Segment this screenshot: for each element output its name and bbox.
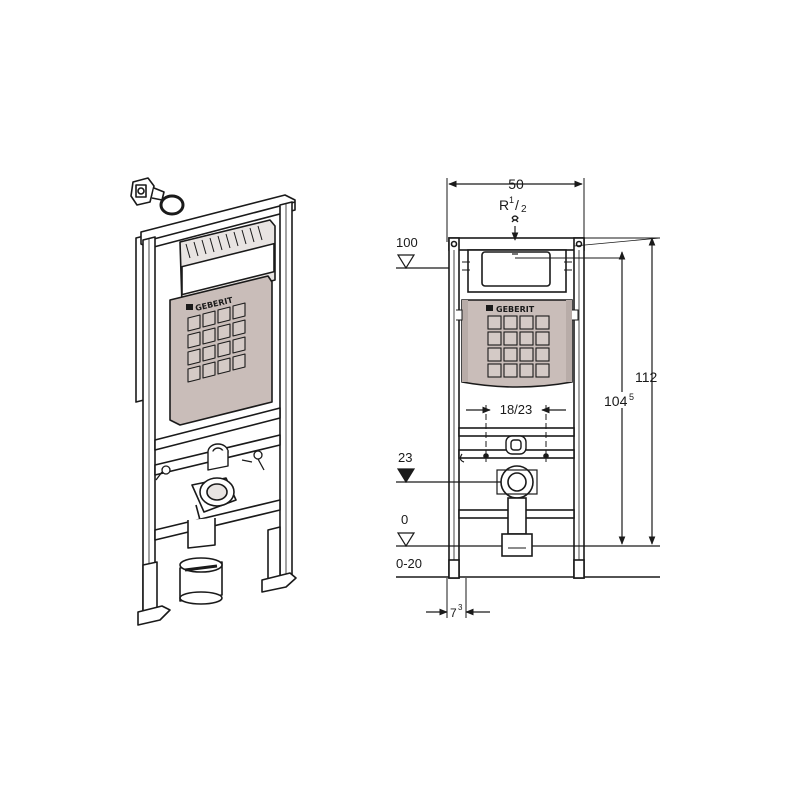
dim-width-label: 50 xyxy=(508,176,524,192)
geberit-logo-front: GEBERIT xyxy=(486,305,535,314)
bolt-spacing-label: 18/23 xyxy=(500,402,533,417)
level-mid-label: 23 xyxy=(398,450,412,465)
frame-crossbar-mid xyxy=(154,407,281,451)
foot-plate-left xyxy=(137,605,171,626)
svg-text:/: / xyxy=(515,197,519,213)
thread-label: R 1 / 2 xyxy=(499,195,527,215)
frame-outline xyxy=(448,237,585,251)
panel-tile-grid xyxy=(187,302,246,383)
level-triangle-icon-23 xyxy=(396,468,416,484)
height-total-label: 112 xyxy=(635,369,658,385)
flush-connection xyxy=(207,443,229,471)
height-flush-sup: 5 xyxy=(629,392,634,402)
seal-ring-icon xyxy=(159,194,185,216)
brand-logo-text-front: GEBERIT xyxy=(496,305,535,314)
flush-pipe xyxy=(505,435,527,455)
foot-offset-label-group: 7 3 xyxy=(450,603,463,620)
foot-right xyxy=(267,526,281,584)
thread-den: 2 xyxy=(521,204,527,215)
level-triangle-icon-0 xyxy=(396,532,416,548)
mounting-bolts xyxy=(155,450,265,481)
height-flush-label: 104 xyxy=(604,393,628,409)
level-triangle-icon xyxy=(396,254,416,270)
front-elevation: GEBERIT xyxy=(396,178,661,618)
drain-cup xyxy=(179,557,223,605)
water-valve-icon xyxy=(130,177,165,206)
thread-num: 1 xyxy=(509,195,514,205)
front-tile-grid xyxy=(487,315,550,378)
foot-offset-label: 7 xyxy=(450,606,457,620)
height-flush-label-group: 104 5 xyxy=(603,392,643,409)
drain-outlet xyxy=(496,465,538,557)
water-inlet-symbol xyxy=(511,215,519,255)
isometric-view: GEBERIT xyxy=(130,177,297,626)
level-floor-label: 0 xyxy=(401,512,408,527)
thread-prefix: R xyxy=(499,197,509,213)
foot-plate-right xyxy=(261,572,297,593)
floor-range-label: 0-20 xyxy=(396,556,422,571)
dimension-labels: 50 R 1 / 2 100 23 0 0-20 18/23 112 104 5… xyxy=(396,176,658,620)
frame-crossbar-low xyxy=(154,499,281,541)
foot-offset-sup: 3 xyxy=(458,603,463,612)
drain-elbow xyxy=(187,477,237,549)
level-top-label: 100 xyxy=(396,235,418,250)
